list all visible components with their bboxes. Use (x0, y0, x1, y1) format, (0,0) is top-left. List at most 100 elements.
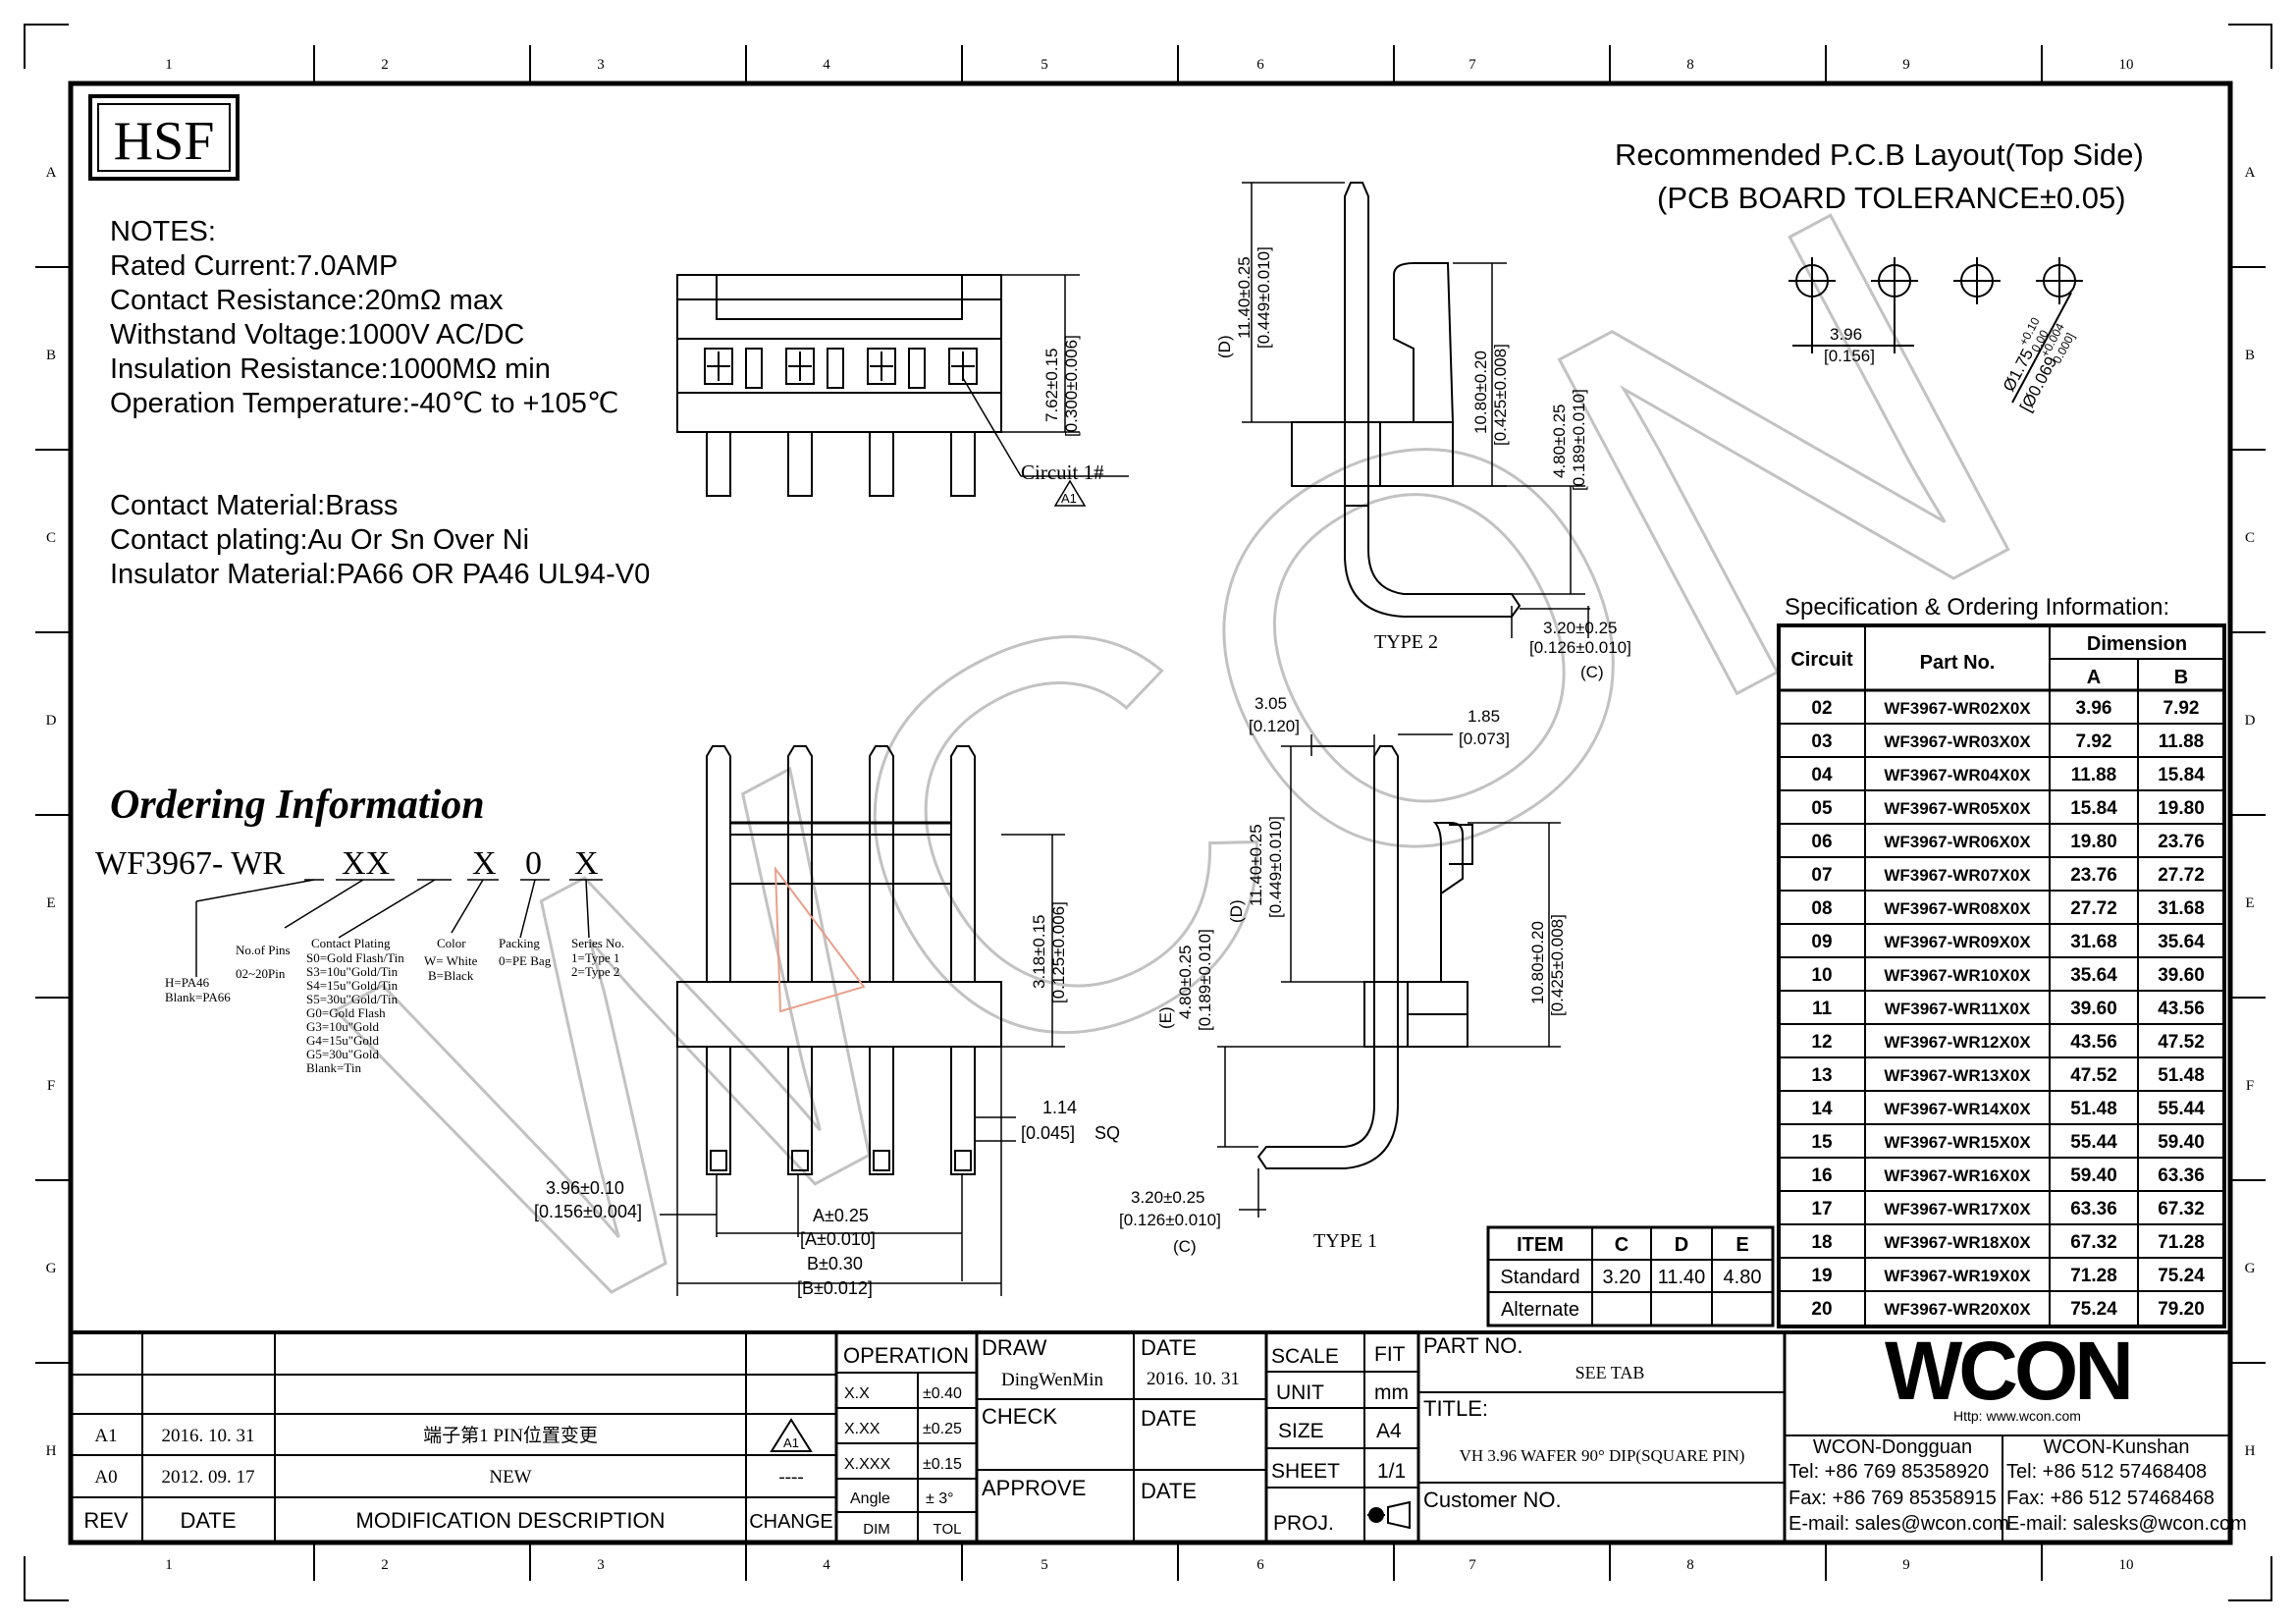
zone-row-d-right: D (2245, 713, 2256, 729)
pcb-holes (1789, 257, 2083, 404)
zone-row-h: H (46, 1443, 57, 1459)
sheet-corner-marks (24, 24, 2272, 1601)
part-title-block: PART NO. SEE TAB TITLE: VH 3.96 WAFER 90… (1423, 1333, 1744, 1512)
spec-cell-circuit: 16 (1811, 1165, 1832, 1186)
zone-col-9: 9 (1902, 57, 1910, 73)
spec-cell-a: 19.80 (2070, 832, 2117, 852)
hsf-logo: HSF (88, 94, 240, 181)
revision-table: A1 2016. 10. 31 端子第1 PIN位置变更 A0 2012. 09… (94, 1425, 803, 1488)
note-insulation-resistance: Insulation Resistance:1000MΩ min (110, 353, 551, 385)
spec-cell-circuit: 07 (1811, 865, 1832, 886)
spec-cell-circuit: 05 (1811, 798, 1833, 819)
office-kunshan-email: E-mail: salesks@wcon.com (2006, 1513, 2247, 1535)
spec-cell-b: 75.24 (2158, 1266, 2205, 1286)
legend-plating-g3: G3=10u"Gold (306, 1019, 380, 1034)
spec-cell-a: 27.72 (2070, 898, 2117, 919)
type1-dim-lines (1217, 733, 1561, 1218)
legend-plating-s0: S0=Gold Flash/Tin (306, 950, 404, 965)
zone-col-8-bottom: 8 (1686, 1557, 1694, 1573)
spec-cell-part-no: WF3967-WR14X0X (1884, 1100, 2031, 1118)
type1-d-dim-value: 11.40±0.25 (1247, 824, 1265, 906)
zone-col-3-bottom: 3 (597, 1557, 605, 1573)
pin-square-dim: 1.14 (1042, 1098, 1077, 1117)
approve-date-label: DATE (1141, 1479, 1197, 1503)
zone-col-10-bottom: 10 (2119, 1557, 2134, 1573)
rev-a1-change: A1 (783, 1435, 799, 1450)
type1-thickness-dim-inch: [0.073] (1459, 730, 1510, 748)
zone-row-c-right: C (2245, 530, 2255, 546)
pcb-pitch-dim-inch: [0.156] (1824, 347, 1875, 365)
spec-cell-circuit: 06 (1811, 832, 1832, 852)
rev-a0-change: ---- (778, 1467, 803, 1488)
spec-cell-part-no: WF3967-WR07X0X (1884, 866, 2031, 885)
rev-a1-desc: 端子第1 PIN位置变更 (423, 1425, 598, 1446)
spec-cell-b: 43.56 (2158, 999, 2205, 1019)
tol-dim-header: DIM (863, 1521, 890, 1538)
a-dim: A±0.25 (813, 1206, 869, 1225)
spec-cell-b: 31.68 (2158, 898, 2205, 919)
tol-xx-value: ±0.40 (923, 1385, 962, 1402)
spec-cell-part-no: WF3967-WR20X0X (1884, 1300, 2031, 1319)
spec-cell-a: 15.84 (2070, 798, 2117, 819)
spec-cell-a: 63.36 (2070, 1199, 2117, 1219)
type1-e-label: (E) (1156, 1006, 1175, 1029)
zone-col-7: 7 (1468, 57, 1476, 73)
spec-cell-b: 7.92 (2163, 698, 2200, 719)
top-view: 7.62±0.15 [0.300±0.006] Circuit 1# A1 (676, 274, 1129, 507)
wcon-logo: WCON (1885, 1325, 2130, 1417)
zone-col-4: 4 (823, 57, 830, 73)
item-alternate: Alternate (1501, 1299, 1579, 1321)
front-view-dims (660, 834, 1065, 1296)
pin-pitch-dim: 3.96±0.10 (546, 1178, 624, 1198)
draw-label: DRAW (982, 1335, 1047, 1360)
zone-col-1-bottom: 1 (165, 1557, 173, 1573)
spec-cell-part-no: WF3967-WR17X0X (1884, 1200, 2031, 1218)
projection-label: PROJ. (1273, 1512, 1334, 1535)
legend-packing: Packing (499, 936, 540, 950)
tol-xxx-value: ±0.25 (923, 1421, 962, 1437)
item-header: ITEM (1517, 1234, 1564, 1256)
spec-cell-circuit: 13 (1811, 1065, 1832, 1086)
type1-outline (1256, 745, 1473, 1169)
spec-cell-circuit: 12 (1811, 1032, 1832, 1053)
zone-col-2-bottom: 2 (381, 1557, 389, 1573)
zone-col-10: 10 (2119, 57, 2134, 73)
spec-cell-a: 51.48 (2070, 1099, 2117, 1119)
ordering-pn-series: X (574, 845, 599, 882)
front-height-dim: 3.18±0.15 [0.125±0.006] (1030, 901, 1068, 1003)
scale-value: FIT (1374, 1343, 1406, 1366)
rev-change-header: CHANGE (749, 1511, 833, 1533)
office-dongguan: WCON-Dongguan (1813, 1436, 1972, 1458)
company-offices: WCON-Dongguan Tel: +86 769 85358920 Fax:… (1789, 1436, 2247, 1535)
spec-cell-part-no: WF3967-WR18X0X (1884, 1233, 2031, 1252)
zone-row-e-right: E (2245, 895, 2254, 911)
spec-cell-part-no: WF3967-WR03X0X (1884, 732, 2031, 751)
type1-c-dim-inch: [0.126±0.010] (1119, 1211, 1221, 1229)
check-date-label: DATE (1141, 1406, 1197, 1431)
spec-header-dimension: Dimension (2087, 633, 2187, 655)
item-table: ITEM C D E Standard 3.20 11.40 4.80 Alte… (1486, 1225, 1775, 1327)
drawer-name: DingWenMin (1001, 1370, 1104, 1390)
spec-cell-b: 19.80 (2158, 798, 2205, 819)
type1-width-dim: 3.05 (1255, 694, 1287, 713)
legend-blank-pa66: Blank=PA66 (165, 990, 231, 1004)
spec-cell-b: 47.52 (2158, 1032, 2205, 1053)
spec-cell-a: 47.52 (2070, 1065, 2117, 1086)
tol-xx-label: X.X (844, 1385, 870, 1402)
spec-cell-b: 67.32 (2158, 1199, 2205, 1219)
ordering-pn-color: X (472, 845, 497, 882)
type2-d-label: (D) (1215, 335, 1234, 358)
type2-label: TYPE 2 (1374, 631, 1438, 653)
note-contact-resistance: Contact Resistance:20mΩ max (110, 285, 504, 316)
rev-a0-date: 2012. 09. 17 (162, 1467, 255, 1488)
office-dongguan-fax: Fax: +86 769 85358915 (1789, 1488, 1997, 1509)
type1-e-dim-inch: [0.189±0.010] (1196, 929, 1214, 1031)
front-view-outline (676, 745, 1002, 1175)
spec-headers: Circuit Part No. Dimension A B (1790, 633, 2188, 688)
zone-labels: 1 2 3 4 5 6 7 8 9 10 1 2 3 4 5 6 7 8 9 1… (46, 57, 2256, 1573)
note-withstand-voltage: Withstand Voltage:1000V AC/DC (110, 319, 524, 351)
notes-heading: NOTES: (110, 216, 216, 247)
company-block: WCON Http: www.wcon.com WCON-Dongguan Te… (1789, 1325, 2247, 1535)
spec-table-grid (1777, 623, 2226, 1328)
unit-value: mm (1374, 1381, 1409, 1404)
